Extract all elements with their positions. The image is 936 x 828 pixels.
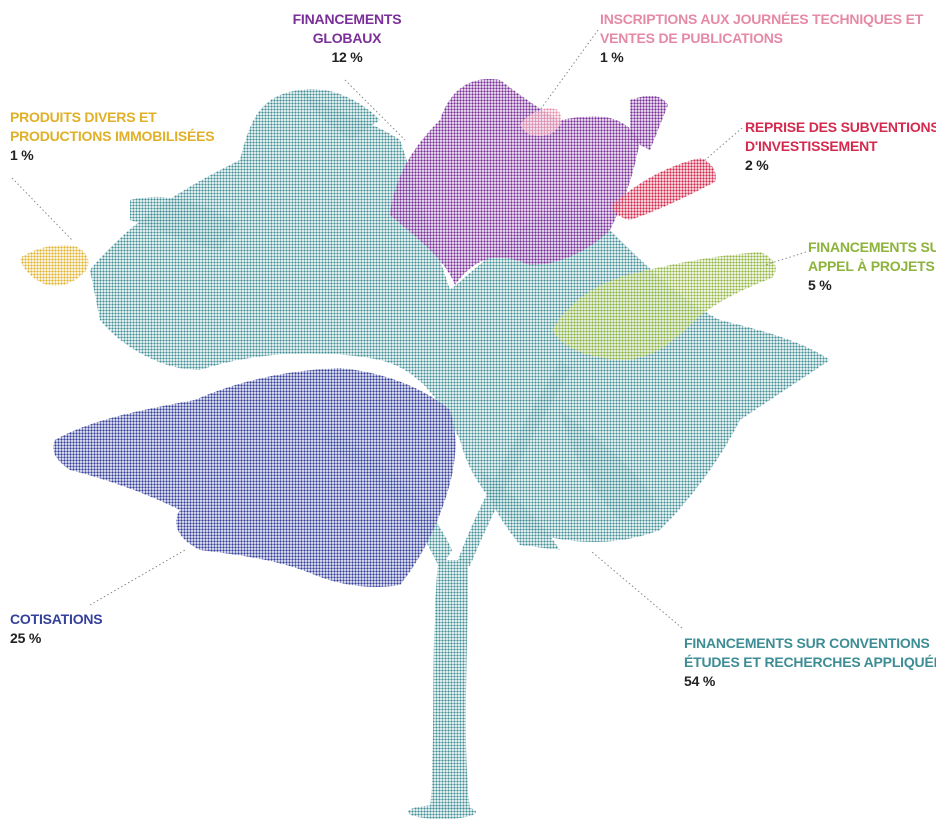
foliage-reprise	[612, 158, 716, 220]
label-appel: FINANCEMENTS SUR APPEL À PROJETS 5 %	[808, 238, 936, 295]
leader-reprise	[704, 127, 743, 161]
leader-produits	[11, 177, 73, 241]
leader-lines	[11, 29, 807, 629]
label-conventions-line1: FINANCEMENTS SUR CONVENTIONS	[684, 635, 930, 651]
label-cotisations-line1: COTISATIONS	[10, 611, 103, 627]
label-globaux: FINANCEMENTS GLOBAUX 12 %	[285, 10, 409, 67]
label-produits: PRODUITS DIVERS ET PRODUCTIONS IMMOBILIS…	[10, 108, 215, 165]
foliage-inscriptions	[520, 108, 562, 137]
leader-conventions	[591, 551, 683, 629]
leader-inscriptions	[539, 29, 599, 111]
label-appel-line1: FINANCEMENTS SUR	[808, 239, 936, 255]
label-reprise: REPRISE DES SUBVENTIONS D'INVESTISSEMENT…	[745, 118, 936, 175]
label-appel-line2: APPEL À PROJETS	[808, 258, 935, 274]
label-inscriptions-pct: 1 %	[600, 49, 624, 65]
label-appel-pct: 5 %	[808, 277, 832, 293]
label-produits-line2: PRODUCTIONS IMMOBILISÉES	[10, 128, 215, 144]
label-inscriptions-line2: VENTES DE PUBLICATIONS	[600, 30, 783, 46]
label-reprise-line1: REPRISE DES SUBVENTIONS	[745, 119, 936, 135]
label-produits-pct: 1 %	[10, 147, 34, 163]
label-conventions-line2: ÉTUDES ET RECHERCHES APPLIQUÉES	[684, 654, 936, 670]
foliage-cotisations	[53, 368, 456, 587]
foliage-conventions	[90, 89, 830, 550]
foliage-globaux	[390, 79, 668, 286]
label-globaux-line2: GLOBAUX	[312, 30, 382, 46]
label-inscriptions-line1: INSCRIPTIONS AUX JOURNÉES TECHNIQUES ET	[600, 11, 924, 27]
label-cotisations: COTISATIONS 25 %	[10, 610, 103, 648]
label-cotisations-pct: 25 %	[10, 630, 42, 646]
leader-appel	[764, 251, 807, 266]
label-produits-line1: PRODUITS DIVERS ET	[10, 109, 157, 125]
label-inscriptions: INSCRIPTIONS AUX JOURNÉES TECHNIQUES ET …	[600, 10, 923, 67]
leader-cotisations	[89, 549, 186, 606]
foliage-appel	[552, 252, 776, 360]
label-reprise-pct: 2 %	[745, 157, 769, 173]
label-conventions-pct: 54 %	[684, 673, 716, 689]
label-globaux-pct: 12 %	[331, 49, 363, 65]
label-reprise-line2: D'INVESTISSEMENT	[745, 138, 878, 154]
label-globaux-line1: FINANCEMENTS	[292, 11, 402, 27]
label-conventions: FINANCEMENTS SUR CONVENTIONS ÉTUDES ET R…	[684, 634, 936, 691]
foliage-produits	[20, 245, 89, 286]
